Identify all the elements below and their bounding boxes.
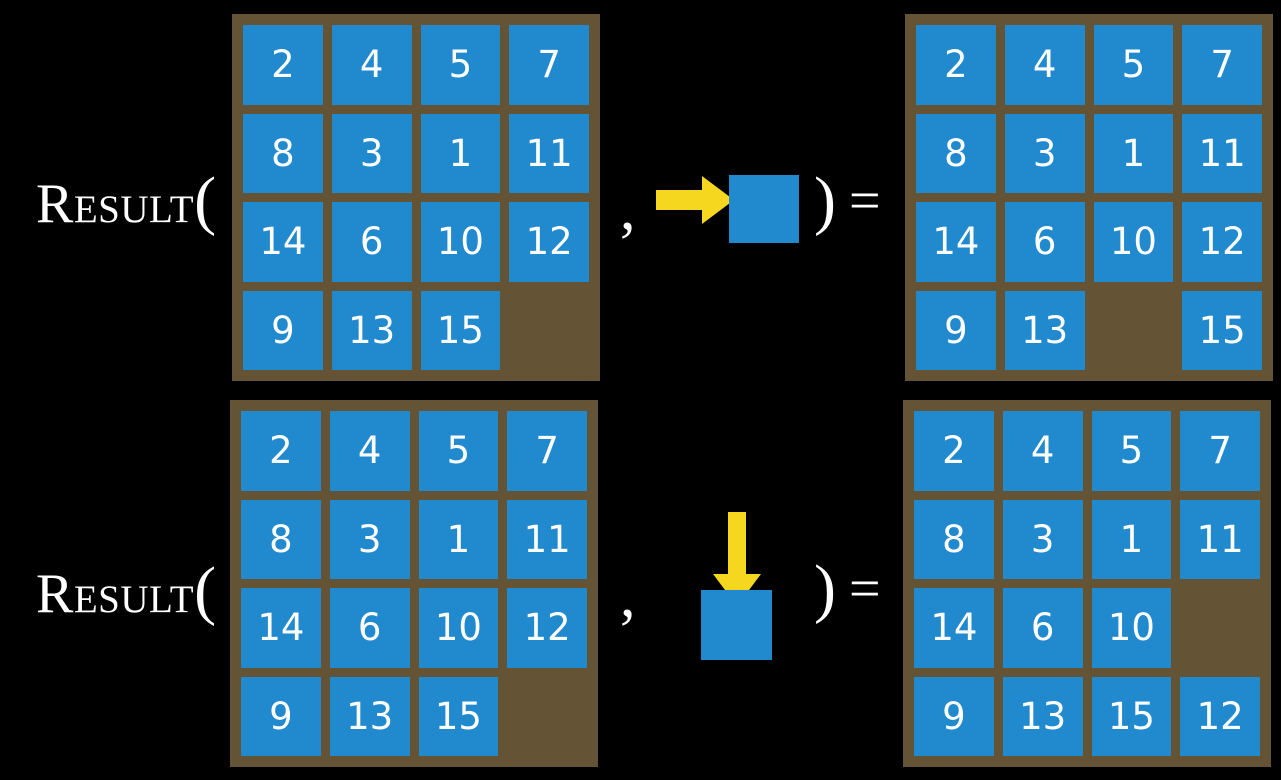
tile[interactable]: 9 bbox=[241, 676, 321, 756]
tile[interactable]: 4 bbox=[329, 411, 410, 491]
result-open-paren-row2: ( bbox=[194, 554, 217, 627]
tile[interactable]: 3 bbox=[331, 113, 412, 193]
move-target-square-row1 bbox=[729, 175, 799, 243]
tile[interactable]: 6 bbox=[1002, 588, 1083, 668]
tile[interactable]: 11 bbox=[509, 113, 589, 193]
tile[interactable]: 14 bbox=[241, 588, 321, 668]
result-function-label-row1: Result( bbox=[36, 168, 217, 234]
tile[interactable]: 12 bbox=[1180, 676, 1260, 756]
tile[interactable]: 8 bbox=[243, 113, 323, 193]
input-board-right-move: 2 4 5 7 8 3 1 11 14 6 10 12 9 13 15 bbox=[232, 14, 600, 381]
argument-separator-comma-row1: , bbox=[620, 175, 636, 243]
tile[interactable]: 2 bbox=[243, 25, 323, 105]
tile[interactable]: 8 bbox=[914, 499, 994, 579]
result-function-label-row2: Result( bbox=[36, 558, 217, 624]
input-board-down-move: 2 4 5 7 8 3 1 11 14 6 10 12 9 13 15 bbox=[230, 400, 598, 767]
tile[interactable]: 2 bbox=[241, 411, 321, 491]
tile[interactable]: 14 bbox=[914, 588, 994, 668]
tile[interactable]: 7 bbox=[1182, 25, 1262, 105]
tile[interactable]: 2 bbox=[914, 411, 994, 491]
tile[interactable]: 4 bbox=[331, 25, 412, 105]
blank-tile[interactable] bbox=[509, 291, 589, 371]
tile[interactable]: 13 bbox=[1004, 290, 1085, 370]
tile[interactable]: 13 bbox=[329, 676, 410, 756]
tile[interactable]: 2 bbox=[916, 25, 996, 105]
tile[interactable]: 1 bbox=[1093, 113, 1174, 193]
tile[interactable]: 9 bbox=[914, 676, 994, 756]
tile[interactable]: 5 bbox=[420, 25, 501, 105]
result-label-capital-row1: R bbox=[36, 173, 74, 235]
tile[interactable]: 1 bbox=[418, 499, 499, 579]
tile[interactable]: 8 bbox=[916, 113, 996, 193]
arrow-right-icon bbox=[656, 176, 734, 224]
tile[interactable]: 6 bbox=[329, 588, 410, 668]
tile[interactable]: 12 bbox=[1182, 202, 1262, 282]
tile[interactable]: 11 bbox=[1180, 499, 1260, 579]
tile[interactable]: 7 bbox=[1180, 411, 1260, 491]
tile[interactable]: 7 bbox=[509, 25, 589, 105]
arrow-down-icon bbox=[713, 512, 761, 606]
tile[interactable]: 4 bbox=[1004, 25, 1085, 105]
argument-separator-comma-row2: , bbox=[620, 562, 636, 630]
tile[interactable]: 4 bbox=[1002, 411, 1083, 491]
tile[interactable]: 5 bbox=[1093, 25, 1174, 105]
tile[interactable]: 12 bbox=[507, 588, 587, 668]
tile[interactable]: 10 bbox=[418, 588, 499, 668]
tile[interactable]: 3 bbox=[1002, 499, 1083, 579]
tile[interactable]: 10 bbox=[420, 202, 501, 282]
tile[interactable]: 15 bbox=[1182, 290, 1262, 370]
tile[interactable]: 9 bbox=[243, 290, 323, 370]
tile[interactable]: 14 bbox=[243, 202, 323, 282]
tile[interactable]: 5 bbox=[1091, 411, 1172, 491]
tile[interactable]: 12 bbox=[509, 202, 589, 282]
tile[interactable]: 1 bbox=[1091, 499, 1172, 579]
tile[interactable]: 10 bbox=[1091, 588, 1172, 668]
close-paren-row1: ) bbox=[814, 164, 836, 237]
equals-sign-row2: = bbox=[849, 558, 881, 620]
result-label-capital-row2: R bbox=[36, 563, 74, 625]
result-open-paren-row1: ( bbox=[194, 164, 217, 237]
blank-tile[interactable] bbox=[1094, 291, 1174, 371]
tile[interactable]: 3 bbox=[1004, 113, 1085, 193]
tile[interactable]: 15 bbox=[420, 290, 501, 370]
tile[interactable]: 11 bbox=[507, 499, 587, 579]
tile[interactable]: 1 bbox=[420, 113, 501, 193]
tile[interactable]: 3 bbox=[329, 499, 410, 579]
tile[interactable]: 9 bbox=[916, 290, 996, 370]
tile[interactable]: 8 bbox=[241, 499, 321, 579]
result-label-rest-row2: esult bbox=[73, 563, 195, 625]
tile[interactable]: 13 bbox=[331, 290, 412, 370]
tile[interactable]: 15 bbox=[1091, 676, 1172, 756]
blank-tile[interactable] bbox=[507, 677, 587, 757]
close-paren-row2: ) bbox=[814, 552, 836, 625]
tile[interactable]: 13 bbox=[1002, 676, 1083, 756]
tile[interactable]: 6 bbox=[331, 202, 412, 282]
blank-tile[interactable] bbox=[1180, 588, 1260, 668]
tile[interactable]: 11 bbox=[1182, 113, 1262, 193]
move-target-square-row2 bbox=[701, 590, 772, 660]
equals-sign-row1: = bbox=[849, 170, 881, 232]
tile[interactable]: 6 bbox=[1004, 202, 1085, 282]
output-board-down-move: 2 4 5 7 8 3 1 11 14 6 10 9 13 15 12 bbox=[903, 400, 1271, 767]
result-label-rest-row1: esult bbox=[73, 173, 195, 235]
tile[interactable]: 14 bbox=[916, 202, 996, 282]
tile[interactable]: 10 bbox=[1093, 202, 1174, 282]
tile[interactable]: 7 bbox=[507, 411, 587, 491]
output-board-right-move: 2 4 5 7 8 3 1 11 14 6 10 12 9 13 15 bbox=[905, 14, 1273, 381]
tile[interactable]: 5 bbox=[418, 411, 499, 491]
tile[interactable]: 15 bbox=[418, 676, 499, 756]
